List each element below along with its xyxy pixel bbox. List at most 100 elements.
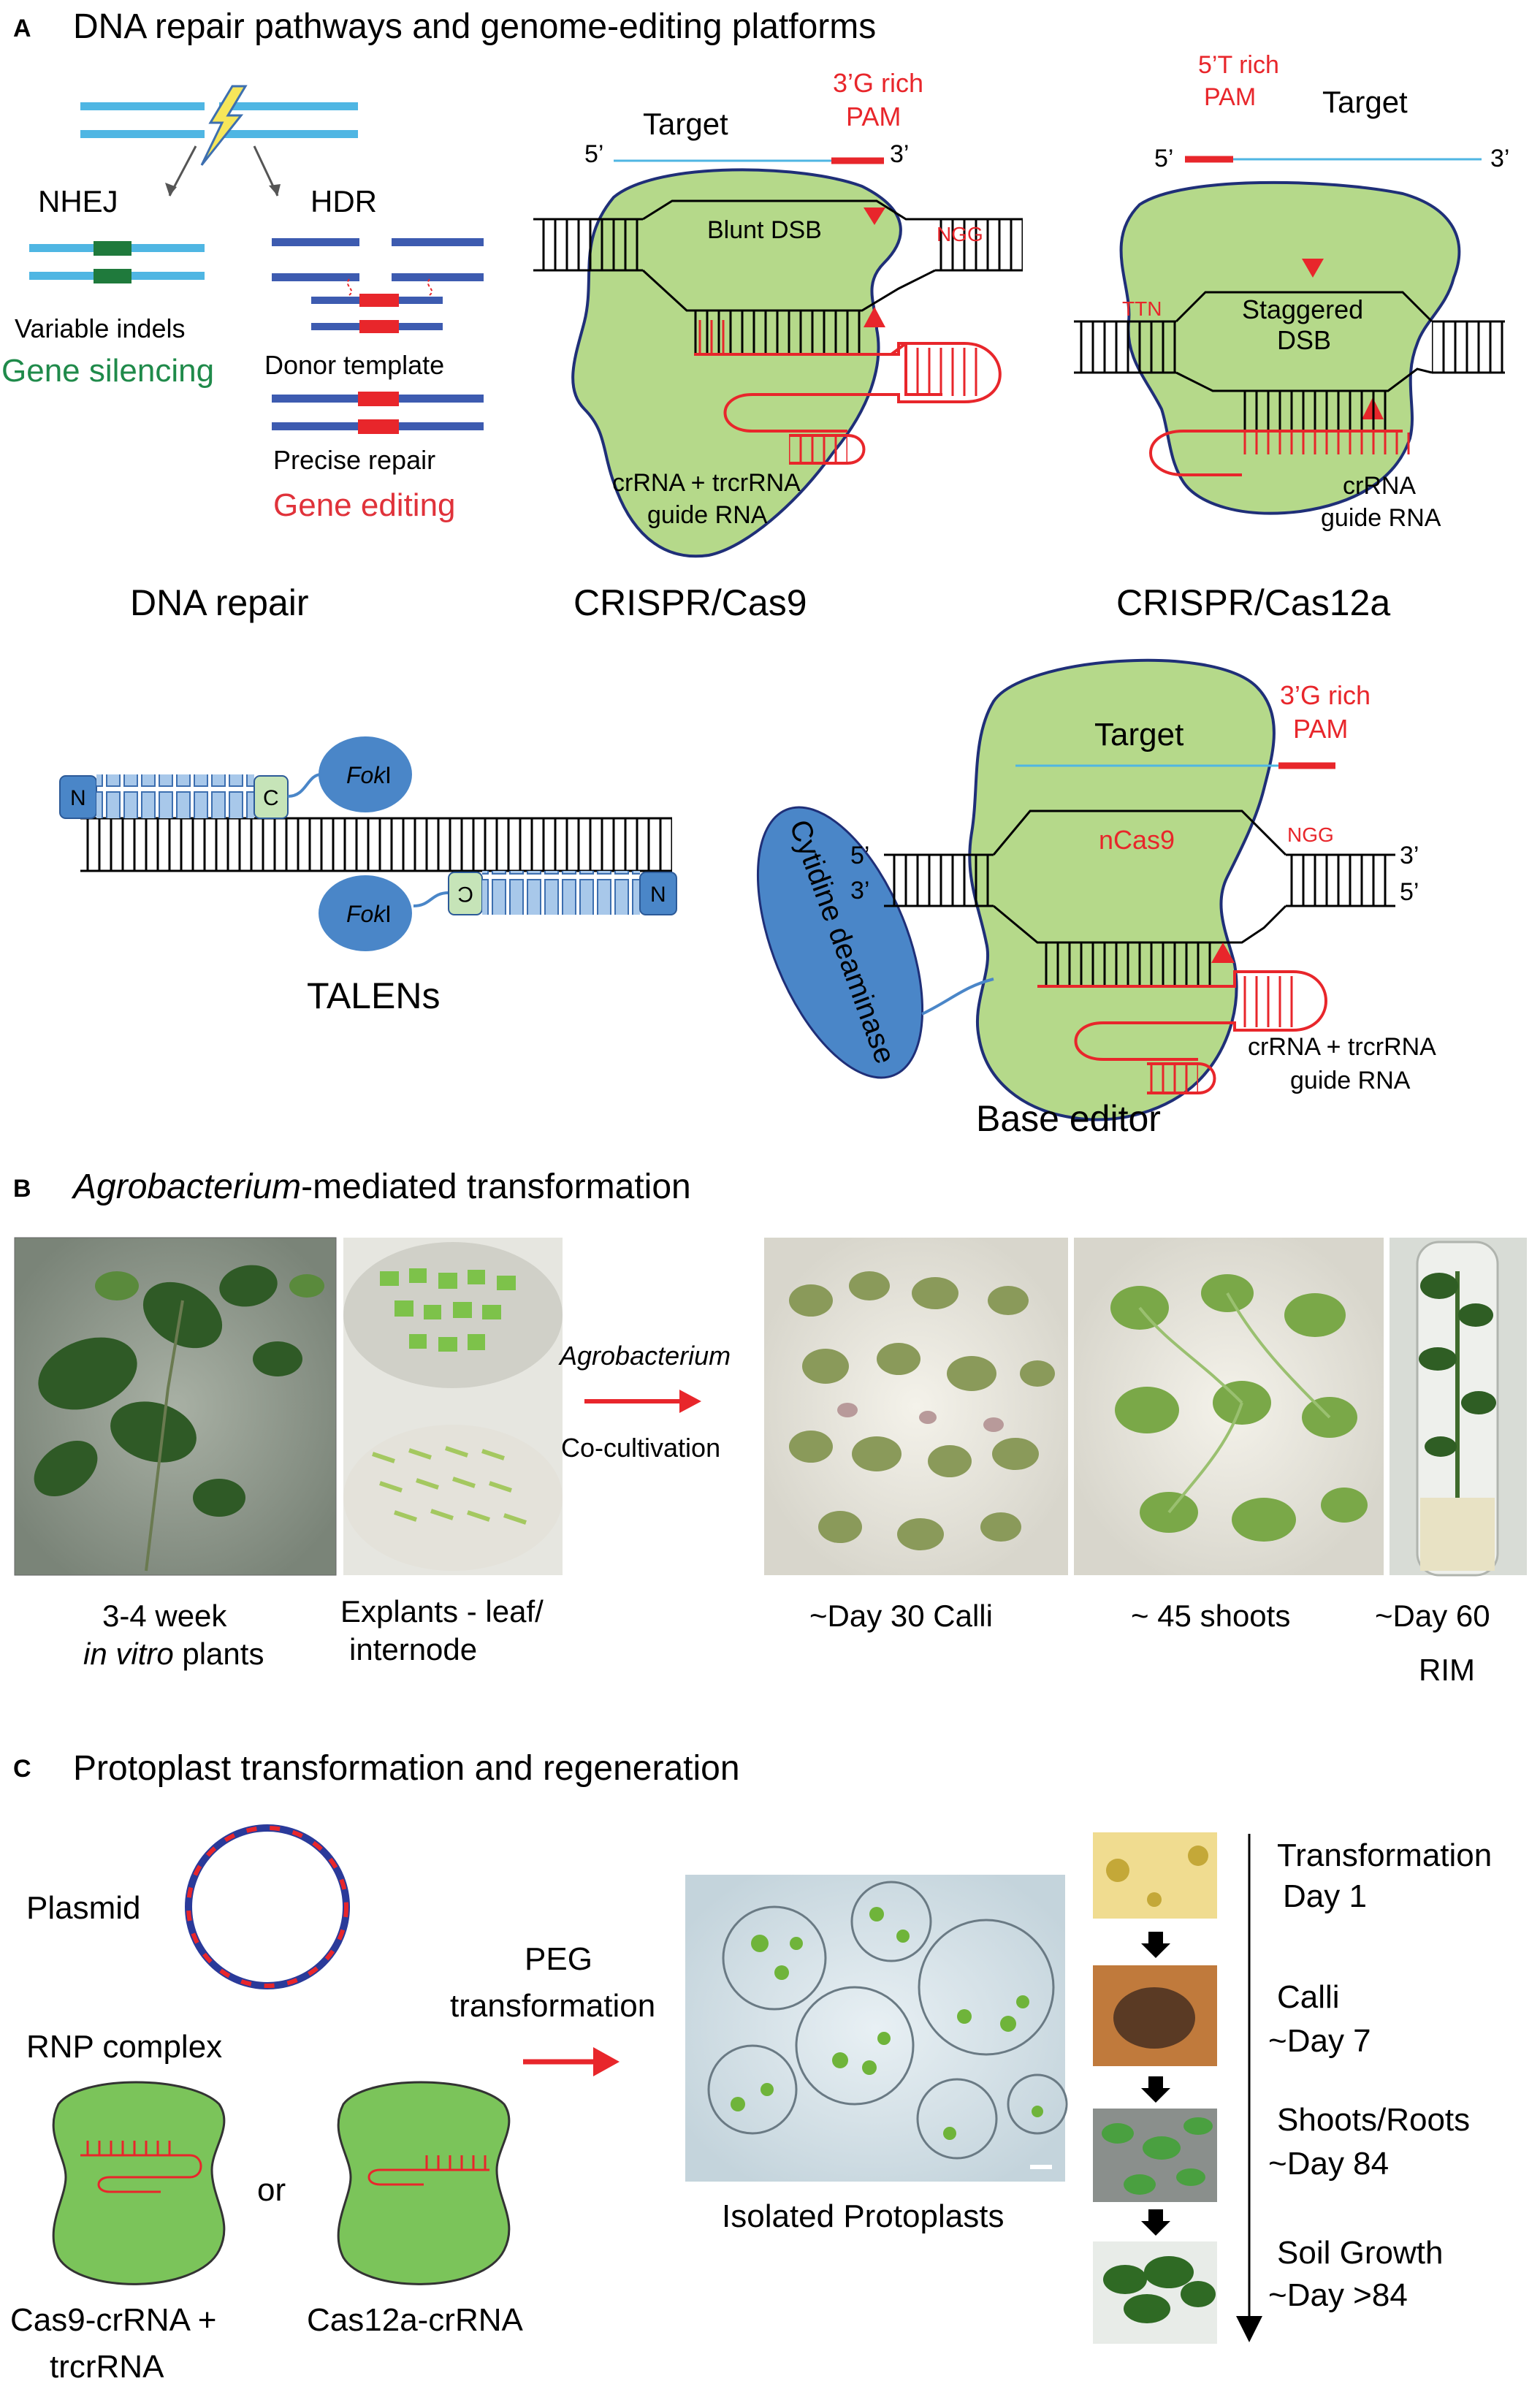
cytidine-deaminase — [756, 806, 924, 1079]
hdr-label: HDR — [310, 184, 377, 218]
cas9-3prime: 3’ — [890, 140, 909, 168]
c-arrow-head — [593, 2047, 620, 2076]
dsb-label: DSB — [1277, 325, 1331, 355]
base-editor-caption: Base editor — [976, 1098, 1161, 1139]
be-target-label: Target — [1094, 717, 1183, 753]
talens-diagram: N C Fok I Fok I C N TALENs — [59, 736, 677, 1016]
cas9-target-label: Target — [643, 107, 728, 141]
panel-b-letter: B — [13, 1175, 31, 1203]
be-pam-line1: 3’G rich — [1280, 680, 1371, 710]
cas9-ngg-label: NGG — [937, 223, 983, 245]
arrow-agrobacterium-label: Agrobacterium — [558, 1341, 731, 1371]
cas12a-3prime: 3’ — [1490, 145, 1509, 172]
cas12a-pam-line2: PAM — [1204, 83, 1256, 111]
cas12a-5prime: 5’ — [1154, 145, 1173, 172]
step3-line1: Shoots/Roots — [1277, 2102, 1470, 2138]
cas12a-caption: CRISPR/Cas12a — [1116, 582, 1390, 623]
down-arrow-2 — [1141, 2076, 1170, 2103]
photo-invitro-plants — [14, 1237, 337, 1576]
dna-repair-diagram: NHEJ HDR Variable indels Gene silencing … — [1, 85, 484, 623]
peg-label-line1: PEG — [525, 1941, 592, 1977]
step4-line1: Soil Growth — [1277, 2235, 1443, 2271]
peg-label-line2: transformation — [450, 1988, 655, 2024]
tal-right-n: N — [650, 883, 666, 907]
cap-calli: ~Day 30 Calli — [809, 1599, 993, 1633]
tal-right-n-cap — [639, 872, 677, 915]
photo-protoplasts — [685, 1875, 1068, 2182]
be-5prime-right: 5’ — [1400, 878, 1419, 906]
down-arrow-1 — [1141, 1932, 1170, 1958]
be-pam-line2: PAM — [1293, 714, 1348, 744]
gene-editing-label: Gene editing — [273, 487, 456, 523]
cap-plants-rest: plants — [174, 1637, 264, 1671]
lightning-bolt-icon — [200, 85, 248, 166]
step4-line2: ~Day >84 — [1268, 2277, 1408, 2313]
cas9-5prime: 5’ — [584, 140, 603, 168]
tal-right-c: C — [457, 882, 473, 906]
photo-explants — [343, 1238, 563, 1575]
b-arrow-head — [679, 1390, 701, 1413]
foki-bottom-label: Fok — [346, 901, 386, 927]
cap-shoots: ~ 45 shoots — [1131, 1599, 1290, 1633]
isolated-protoplasts-label: Isolated Protoplasts — [722, 2198, 1004, 2234]
cas12a-guide-line2: guide RNA — [1321, 504, 1441, 532]
foki-top-i: I — [385, 762, 392, 788]
blunt-dsb-label: Blunt DSB — [707, 216, 822, 244]
cap-rim-line1: ~Day 60 — [1375, 1599, 1490, 1633]
cas9-guide-line1: crRNA + trcrRNA — [612, 469, 801, 497]
cas12a-pam-line1: 5’T rich — [1198, 51, 1279, 79]
cas12a-rnp-label: Cas12a-crRNA — [307, 2302, 524, 2338]
cas9-cut-top-marker — [864, 207, 885, 225]
cap-explants-line1: Explants - leaf/ — [340, 1594, 544, 1629]
photo-shoots — [1074, 1238, 1384, 1575]
step2-line1: Calli — [1277, 1979, 1340, 2015]
photo-calli — [764, 1238, 1068, 1575]
gene-silencing-label: Gene silencing — [1, 353, 214, 389]
panel-b-title-rest: -mediated transformation — [301, 1168, 691, 1206]
donor-template-label: Donor template — [264, 350, 444, 380]
step3-line2: ~Day 84 — [1268, 2146, 1389, 2182]
cap-plants-line2: in vitro plants — [83, 1637, 264, 1671]
be-3prime-left: 3’ — [850, 877, 869, 904]
tal-left-c: C — [263, 786, 279, 810]
talens-caption: TALENs — [307, 975, 440, 1016]
foki-top — [319, 736, 412, 812]
cas9-pam-line2: PAM — [846, 102, 901, 132]
base-editor-protein — [968, 658, 1276, 1121]
step1-line2: Day 1 — [1283, 1878, 1367, 1914]
rnp-cas12a-icon — [337, 2081, 511, 2285]
cap-rim-line2: RIM — [1419, 1653, 1475, 1687]
cas9-caption: CRISPR/Cas9 — [573, 582, 807, 623]
be-nick-marker — [1211, 942, 1235, 963]
rnp-cas9-icon — [52, 2081, 226, 2285]
ttn-label: TTN — [1122, 297, 1162, 320]
step2-line2: ~Day 7 — [1268, 2023, 1371, 2059]
variable-indels-label: Variable indels — [15, 313, 185, 343]
cas12a-cut-top-marker — [1302, 259, 1324, 278]
panel-a-letter: A — [13, 15, 31, 42]
arrow-cocultivation-label: Co-cultivation — [561, 1433, 720, 1463]
foki-bottom — [319, 875, 412, 951]
timeline-arrow-head — [1236, 2316, 1262, 2342]
panel-b-title: Agrobacterium-mediated transformation — [71, 1168, 691, 1206]
or-label: or — [257, 2172, 286, 2208]
be-ngg-label: NGG — [1287, 823, 1334, 846]
rnp-complex-label: RNP complex — [26, 2029, 222, 2065]
be-5prime-left: 5’ — [850, 842, 869, 869]
cap-plants-line1: 3-4 week — [102, 1599, 227, 1633]
cas9-guide-rna — [723, 342, 1002, 433]
cas9-guide-line2: guide RNA — [647, 501, 768, 529]
regeneration-photos — [1093, 1832, 1217, 2344]
foki-bottom-i: I — [385, 901, 392, 927]
nhej-label: NHEJ — [38, 184, 118, 218]
cas9-rnp-label-line1: Cas9-crRNA + — [10, 2302, 216, 2338]
panel-b: B Agrobacterium-mediated transformation — [13, 1168, 1527, 1687]
base-editor-diagram: Cytidine deaminase Target 3’G rich PAM 5… — [756, 658, 1436, 1139]
be-guide-rna — [1074, 970, 1327, 1061]
be-guide-line1: crRNA + trcrRNA — [1248, 1033, 1436, 1061]
ncas9-label: nCas9 — [1099, 825, 1175, 855]
panel-a: A DNA repair pathways and genome-editing… — [1, 7, 1509, 1139]
panel-c: C Protoplast transformation and regenera… — [10, 1749, 1492, 2385]
cap-plants-italic: in vitro — [83, 1637, 174, 1671]
